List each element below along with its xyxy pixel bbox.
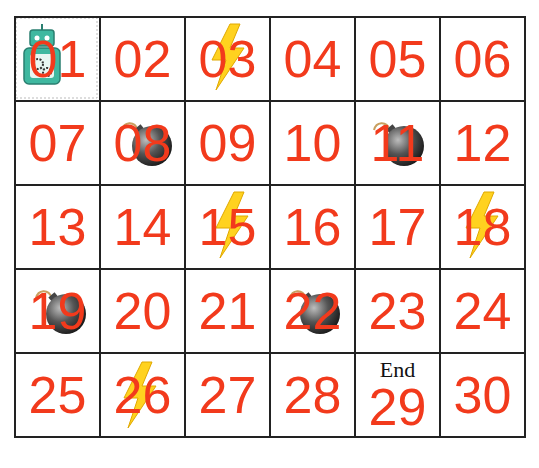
robot-icon: [16, 18, 97, 98]
cell-number: 17: [369, 199, 427, 255]
cell-number: 02: [114, 31, 172, 87]
board-cell: 28: [269, 352, 356, 438]
board-cell: 22: [269, 268, 356, 354]
cell-number: 22: [284, 283, 342, 339]
cell-number: 28: [284, 367, 342, 423]
end-label: End: [380, 358, 415, 382]
cell-number: 11: [371, 115, 425, 171]
board-cell: 09: [184, 100, 271, 186]
board-cell: 14: [99, 184, 186, 270]
board-cell: 26: [99, 352, 186, 438]
board-cell: 15: [184, 184, 271, 270]
cell-number: 30: [454, 367, 512, 423]
board-cell: End29: [354, 352, 441, 438]
cell-number: 27: [199, 367, 257, 423]
board-cell: 23: [354, 268, 441, 354]
cell-number: 16: [284, 199, 342, 255]
cell-number: 05: [369, 31, 427, 87]
cell-number: 01: [29, 31, 87, 87]
board-cell: 05: [354, 16, 441, 102]
board-cell: 01: [14, 16, 101, 102]
cell-number: 19: [29, 283, 87, 339]
board-cell: 10: [269, 100, 356, 186]
cell-number: 10: [284, 115, 342, 171]
cell-number: 06: [454, 31, 512, 87]
cell-number: 23: [369, 283, 427, 339]
board-cell: 30: [439, 352, 526, 438]
board-cell: 17: [354, 184, 441, 270]
board-cell: 08: [99, 100, 186, 186]
board-cell: 20: [99, 268, 186, 354]
cell-number: 21: [199, 283, 257, 339]
cell-number: 09: [199, 115, 257, 171]
board-cell: 02: [99, 16, 186, 102]
cell-number: 18: [454, 199, 512, 255]
board-cell: 25: [14, 352, 101, 438]
board-cell: 13: [14, 184, 101, 270]
cell-number: 08: [114, 115, 172, 171]
board-cell: 03: [184, 16, 271, 102]
cell-number: 24: [454, 283, 512, 339]
board-cell: 27: [184, 352, 271, 438]
board-cell: 18: [439, 184, 526, 270]
board-cell: 07: [14, 100, 101, 186]
cell-number: 03: [199, 31, 257, 87]
cell-number: 29: [369, 382, 427, 432]
board-cell: 16: [269, 184, 356, 270]
cell-number: 12: [454, 115, 512, 171]
cell-number: 07: [29, 115, 87, 171]
board-cell: 12: [439, 100, 526, 186]
cell-number: 26: [114, 367, 172, 423]
cell-number: 20: [114, 283, 172, 339]
cell-number: 25: [29, 367, 87, 423]
board-cell: 04: [269, 16, 356, 102]
board-cell: 24: [439, 268, 526, 354]
board-cell: 21: [184, 268, 271, 354]
board-cell: 06: [439, 16, 526, 102]
cell-number: 14: [114, 199, 172, 255]
board-cell: 19: [14, 268, 101, 354]
cell-number: 13: [29, 199, 87, 255]
cell-number: 15: [199, 199, 257, 255]
cell-number: 04: [284, 31, 342, 87]
board-cell: 11: [354, 100, 441, 186]
